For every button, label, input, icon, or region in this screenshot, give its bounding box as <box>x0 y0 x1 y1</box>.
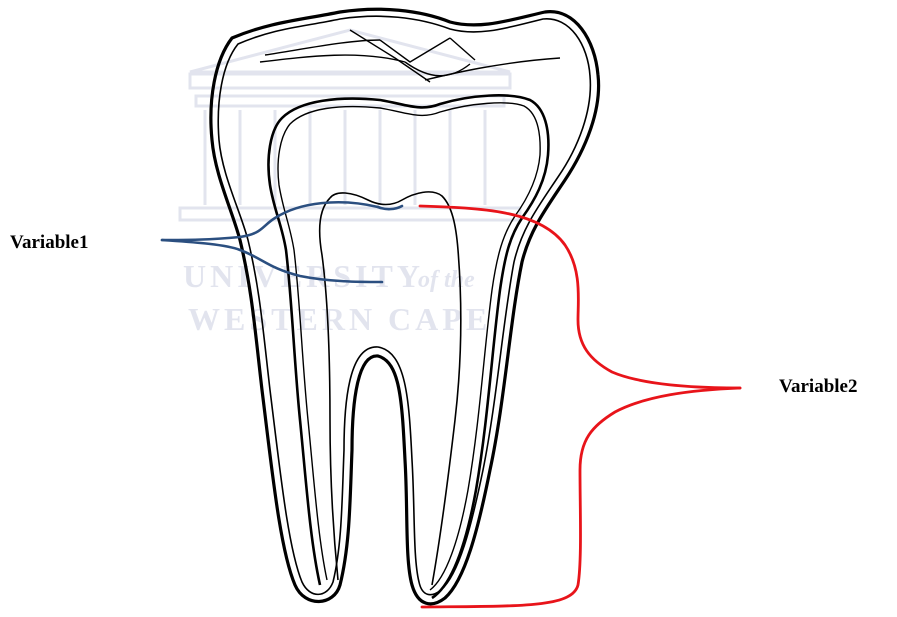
variable2-label: Variable2 <box>779 377 857 396</box>
watermark-line1-italic: of the <box>418 267 475 293</box>
university-watermark: UNIVERSITY of the WESTERN CAPE <box>180 30 520 337</box>
variable1-label: Variable1 <box>10 233 88 252</box>
watermark-line2: WESTERN CAPE <box>188 301 491 337</box>
